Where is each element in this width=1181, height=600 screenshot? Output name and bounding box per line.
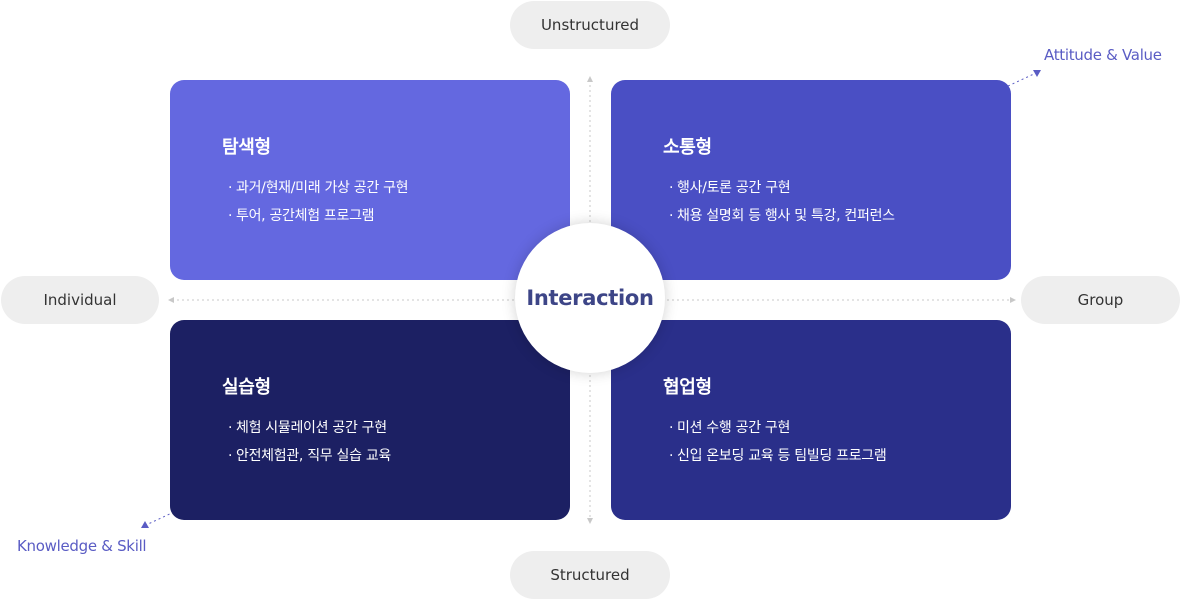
quadrant-practice: 실습형 ·체험 시뮬레이션 공간 구현 ·안전체험관, 직무 실습 교육 — [170, 320, 570, 520]
corner-label-attitude-value: Attitude & Value — [1044, 46, 1162, 64]
quadrant-item-text: 행사/토론 공간 구현 — [677, 180, 791, 196]
axis-label-unstructured: Unstructured — [510, 1, 670, 49]
bullet-icon: · — [228, 420, 233, 436]
diagonal-top-right — [1007, 72, 1037, 87]
quadrant-item: ·체험 시뮬레이션 공간 구현 — [222, 414, 570, 442]
quadrant-item-text: 안전체험관, 직무 실습 교육 — [236, 448, 391, 464]
quadrant-title: 소통형 — [663, 137, 712, 158]
right-arrow-icon — [1010, 297, 1016, 303]
down-arrow-icon — [587, 518, 593, 524]
bullet-icon: · — [228, 448, 233, 464]
axis-label-group: Group — [1021, 276, 1180, 324]
quadrant-item: ·안전체험관, 직무 실습 교육 — [222, 442, 570, 470]
quadrant-title: 탐색형 — [222, 137, 271, 158]
diagonal-arrow-bottom-icon — [141, 521, 149, 528]
diagonal-arrow-top-icon — [1033, 70, 1041, 77]
up-arrow-icon — [587, 76, 593, 82]
axis-label-individual: Individual — [1, 276, 159, 324]
quadrant-item-text: 투어, 공간체험 프로그램 — [236, 208, 375, 224]
bullet-icon: · — [228, 180, 233, 196]
quadrant-item-text: 미션 수행 공간 구현 — [677, 420, 791, 436]
quadrant-item-text: 과거/현재/미래 가상 공간 구현 — [236, 180, 409, 196]
center-interaction-circle: Interaction — [515, 223, 665, 373]
corner-label-knowledge-skill: Knowledge & Skill — [17, 537, 147, 555]
bullet-icon: · — [669, 420, 674, 436]
quadrant-collaboration: 협업형 ·미션 수행 공간 구현 ·신입 온보딩 교육 등 팀빌딩 프로그램 — [611, 320, 1011, 520]
quadrant-title: 협업형 — [663, 377, 712, 398]
bullet-icon: · — [228, 208, 233, 224]
quadrant-item: ·행사/토론 공간 구현 — [663, 174, 1011, 202]
left-arrow-icon — [168, 297, 174, 303]
quadrant-item: ·채용 설명회 등 행사 및 특강, 컨퍼런스 — [663, 202, 1011, 230]
quadrant-item-text: 체험 시뮬레이션 공간 구현 — [236, 420, 387, 436]
bullet-icon: · — [669, 208, 674, 224]
quadrant-item: ·신입 온보딩 교육 등 팀빌딩 프로그램 — [663, 442, 1011, 470]
quadrant-item: ·투어, 공간체험 프로그램 — [222, 202, 570, 230]
quadrant-item: ·미션 수행 공간 구현 — [663, 414, 1011, 442]
quadrant-exploration: 탐색형 ·과거/현재/미래 가상 공간 구현 ·투어, 공간체험 프로그램 — [170, 80, 570, 280]
diagonal-bottom-left — [145, 511, 175, 526]
quadrant-item-text: 신입 온보딩 교육 등 팀빌딩 프로그램 — [677, 448, 887, 464]
quadrant-item-text: 채용 설명회 등 행사 및 특강, 컨퍼런스 — [677, 208, 895, 224]
quadrant-title: 실습형 — [222, 377, 271, 398]
bullet-icon: · — [669, 180, 674, 196]
axis-label-structured: Structured — [510, 551, 670, 599]
quadrant-communication: 소통형 ·행사/토론 공간 구현 ·채용 설명회 등 행사 및 특강, 컨퍼런스 — [611, 80, 1011, 280]
quadrant-item: ·과거/현재/미래 가상 공간 구현 — [222, 174, 570, 202]
bullet-icon: · — [669, 448, 674, 464]
